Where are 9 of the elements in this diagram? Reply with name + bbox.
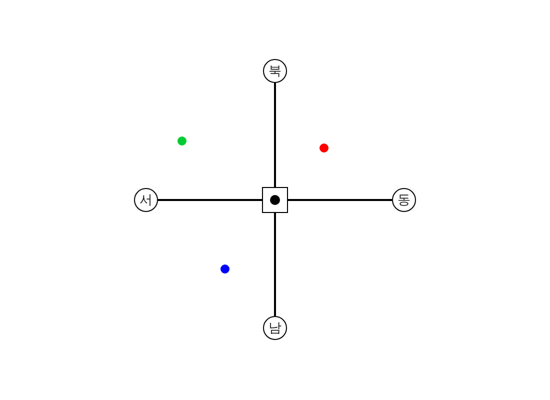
direction-circle: 남 [263,316,287,340]
center-box [262,187,288,213]
direction-circle: 서 [134,188,158,212]
connector-line [274,83,276,187]
connector-line [158,199,262,201]
direction-circle: 북 [263,59,287,83]
connector-line [274,213,276,316]
connector-line [288,199,392,201]
direction-circle: 동 [392,188,416,212]
